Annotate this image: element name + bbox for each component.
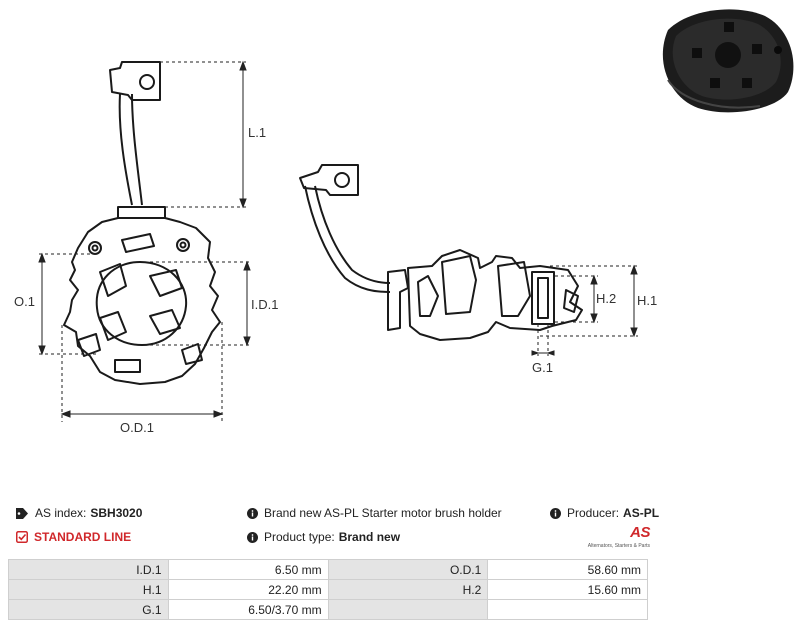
checkbox-checked-icon (16, 531, 28, 543)
tag-icon (16, 507, 29, 519)
info-icon (247, 531, 258, 543)
dim-label-od1: O.D.1 (120, 420, 154, 435)
info-section: AS index: SBH3020 STANDARD LINE Brand ne… (0, 500, 800, 555)
technical-drawing: L.1 O.1 I.D.1 O.D.1 H.1 H.2 G.1 (14, 9, 794, 435)
specs-table: I.D.1 6.50 mm O.D.1 58.60 mm H.1 22.20 m… (8, 559, 648, 620)
producer: Producer: AS-PL (550, 506, 659, 520)
standard-line: STANDARD LINE (16, 530, 131, 544)
table-row: G.1 6.50/3.70 mm (8, 599, 648, 620)
product-photo (662, 9, 794, 113)
table-row: H.1 22.20 mm H.2 15.60 mm (8, 579, 648, 600)
table-row: I.D.1 6.50 mm O.D.1 58.60 mm (8, 559, 648, 580)
brush-holder-side-view (387, 269, 409, 331)
brush-wire (118, 93, 143, 206)
dim-label-id1: I.D.1 (251, 297, 278, 312)
brush-wire-side (304, 185, 391, 293)
dim-label-l1: L.1 (248, 125, 266, 140)
dim-label-o1: O.1 (14, 294, 35, 309)
info-icon (550, 507, 561, 519)
product-type: Product type: Brand new (247, 530, 400, 544)
terminal-lug-side (299, 164, 359, 196)
dim-label-h2: H.2 (596, 291, 616, 306)
info-icon (247, 507, 258, 519)
brush-plate-top-view (63, 217, 221, 385)
as-index: AS index: SBH3020 (16, 506, 142, 520)
as-index-value: SBH3020 (90, 506, 143, 520)
dim-label-h1: H.1 (637, 293, 657, 308)
terminal-lug (109, 61, 161, 101)
terminal-hole (139, 74, 155, 90)
as-pl-logo: AS Alternators, Starters & Parts (587, 524, 651, 549)
dim-label-g1: G.1 (532, 360, 553, 375)
description: Brand new AS-PL Starter motor brush hold… (247, 506, 502, 520)
